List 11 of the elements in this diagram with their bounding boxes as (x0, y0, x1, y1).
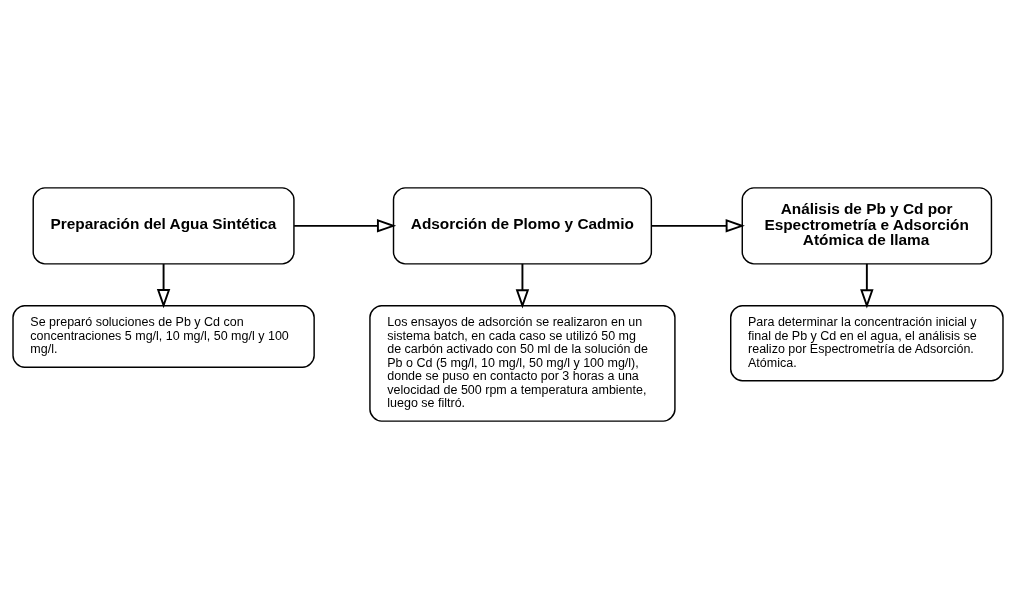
node-box: Análisis de Pb y Cd por Espectrometría e Adsorción Atómica de llama (741, 186, 993, 265)
arrow (293, 218, 397, 233)
arrow (515, 262, 530, 309)
node-box: Se preparó soluciones de Pb y Cd con concentraciones 5 mg/l, 10 mg/l, 50 mg/l y 100 mg/l. (12, 304, 315, 368)
arrow (650, 218, 745, 233)
node-box: Preparación del Agua Sintética (32, 186, 295, 265)
node-box: Adsorción de Plomo y Cadmio (392, 186, 653, 265)
node-box: Los ensayos de adsorción se realizaron en un sistema batch, en cada caso se utilizó 50 mg de carbón activado con 50 ml de la solución de Pb o Cd (5 mg/l, 10 mg/l, 50 mg/l y 100 mg/l), donde se puso en contacto por 3 horas a una velocidad de 500 rpm a temperatura ambiente, luego se filtró. (369, 304, 676, 422)
arrow (860, 262, 874, 309)
arrow (156, 262, 171, 308)
node-box: Para determinar la concentración inicial y final de Pb y Cd en el agua, el análisis se realizo por Espectrometría de Adsorción. Atómica. (730, 304, 1004, 381)
